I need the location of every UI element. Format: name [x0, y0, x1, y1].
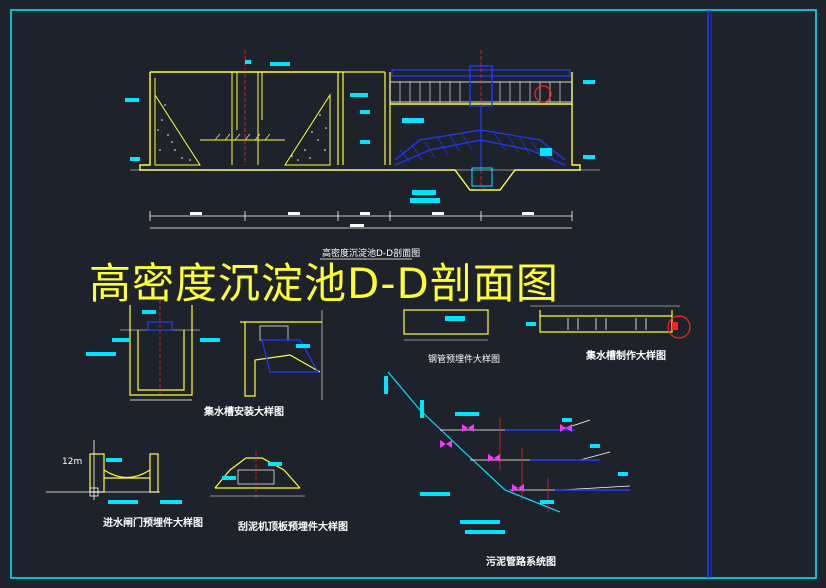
section-dimension-line	[149, 211, 573, 229]
detail-weir-slot-drawing	[240, 310, 323, 400]
markup-circle	[667, 315, 691, 339]
annotation-tags	[125, 60, 595, 203]
detail-inlet-gate-drawing	[46, 440, 160, 500]
detail-mixer-embed-tags	[222, 462, 282, 480]
dimension-text-blocks	[190, 212, 534, 227]
detail-collector-install-tags	[86, 310, 220, 356]
detail-weir-slot-tags	[296, 344, 310, 348]
drawing-main-title: 高密度沉淀池D-D剖面图	[89, 259, 559, 308]
section-caption: 高密度沉淀池D-D剖面图	[322, 247, 420, 259]
detail-collector-make-drawing	[530, 305, 680, 333]
detail-caption-collector-install: 集水槽安装大样图	[203, 405, 284, 418]
inlet-gate-level-text: 12m	[62, 457, 82, 467]
detail-mixer-embed-drawing	[210, 452, 305, 500]
detail-caption-collector-make: 集水槽制作大样图	[585, 349, 666, 362]
detail-caption-mixer-embed: 刮泥机顶板预埋件大样图	[238, 520, 348, 533]
main-section-view	[130, 50, 600, 191]
sludge-valves	[440, 424, 572, 492]
detail-caption-sludge-pipe: 污泥管路系统图	[486, 555, 556, 568]
detail-sludge-pipe-drawing	[387, 371, 631, 513]
detail-collector-install-drawing	[120, 300, 200, 401]
detail-caption-inlet-gate: 进水闸门预埋件大样图	[103, 516, 203, 529]
detail-embed-box	[403, 309, 489, 341]
detail-inlet-gate-tags	[106, 458, 182, 504]
detail-caption-small-embed: 钢管预埋件大样图	[428, 353, 500, 365]
drawing-border	[10, 9, 817, 579]
sludge-pipe-tags	[384, 376, 628, 534]
